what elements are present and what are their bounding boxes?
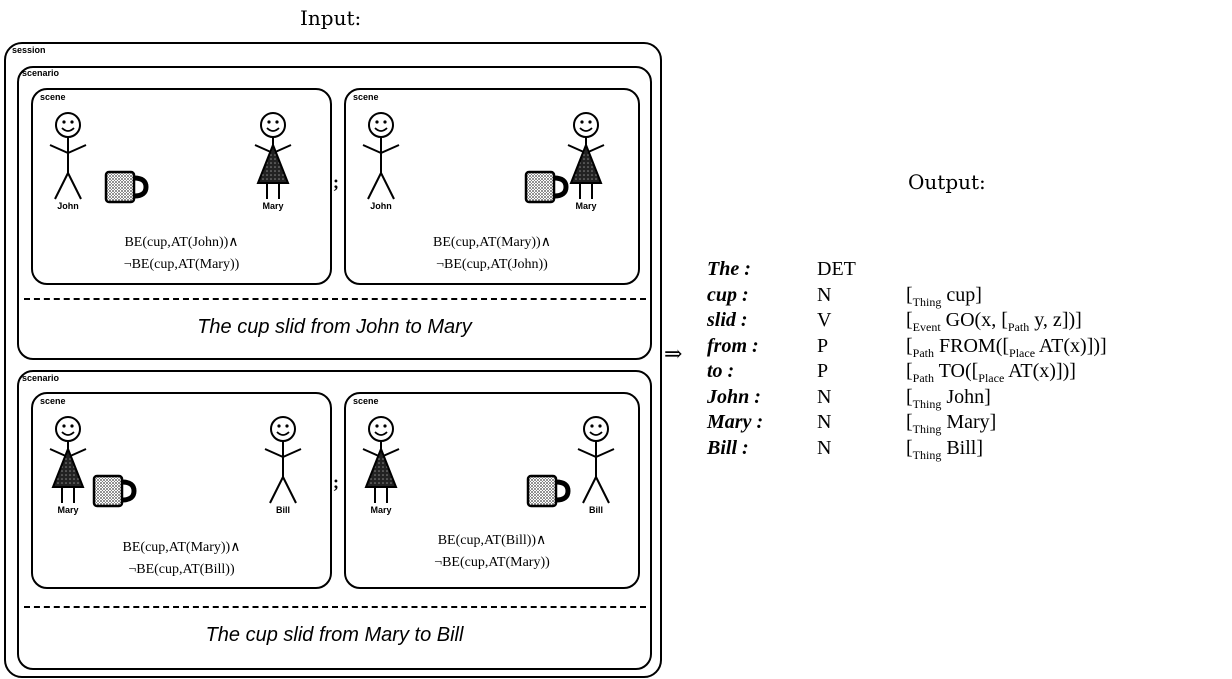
session-box	[4, 42, 662, 678]
lexicon-semantics: [Thing Mary]	[906, 411, 997, 436]
sentence-1: The cup slid from John to Mary	[197, 316, 472, 338]
person-name: Bill	[275, 505, 290, 515]
lexicon-word: slid :	[707, 309, 748, 331]
cup-icon	[92, 474, 138, 508]
lexicon-word: cup :	[707, 283, 749, 306]
person-figure	[576, 416, 616, 506]
lexicon-category: V	[817, 309, 832, 331]
lexicon-semantics: [Path TO([Place AT(x)])]	[906, 360, 1076, 385]
dashed-divider-1	[24, 298, 646, 300]
scene-tag-1b: scene	[353, 92, 379, 102]
person-figure	[361, 112, 401, 202]
person-figure	[253, 112, 293, 202]
person-figure	[361, 416, 401, 506]
lexicon-category: N	[817, 436, 832, 459]
formula-line: BE(cup,AT(Mary))∧	[433, 235, 551, 250]
lexicon-word: John :	[707, 385, 761, 408]
scene-box-2a	[31, 392, 332, 589]
person-name: Mary	[370, 505, 392, 515]
lexicon-word: Bill :	[707, 436, 749, 459]
cup-icon	[524, 170, 570, 204]
scene-tag-2a: scene	[40, 396, 66, 406]
formula-line: BE(cup,AT(Mary))∧	[122, 540, 241, 555]
scenario-box-2	[17, 370, 652, 670]
formula-line: ¬BE(cup,AT(Mary))	[123, 257, 240, 272]
scene-box-1b	[344, 88, 640, 285]
lexicon-semantics: [Thing cup]	[906, 283, 982, 309]
scenario-tag-2: scenario	[22, 373, 60, 383]
formula-line: BE(cup,AT(John))∧	[124, 235, 239, 250]
lexicon-word: The :	[707, 258, 751, 280]
person-name: John	[370, 201, 392, 211]
scene-formula: BE(cup,AT(Mary))∧ ¬BE(cup,AT(John))	[344, 232, 640, 276]
lexicon-semantics: [Thing John]	[906, 385, 991, 411]
person-name: Mary	[57, 505, 79, 515]
input-label: Input:	[300, 6, 362, 30]
lexicon-word: from :	[707, 334, 759, 357]
dashed-divider-2	[24, 606, 646, 608]
formula-line: ¬BE(cup,AT(John))	[436, 257, 548, 272]
person-name: Bill	[588, 505, 603, 515]
lexicon-word: Mary :	[707, 411, 764, 433]
lexicon-category: P	[817, 334, 829, 357]
scenario-tag-1: scenario	[22, 68, 60, 78]
formula-line: ¬BE(cup,AT(Bill))	[128, 562, 235, 577]
cup-icon	[526, 474, 572, 508]
scene-box-2b	[344, 392, 640, 589]
scene-box-1a	[31, 88, 332, 285]
scene-formula: BE(cup,AT(Bill))∧ ¬BE(cup,AT(Mary))	[344, 530, 640, 574]
scene-formula: BE(cup,AT(John))∧ ¬BE(cup,AT(Mary))	[31, 232, 332, 276]
person-figure	[48, 112, 88, 202]
scene-tag-1a: scene	[40, 92, 66, 102]
cup-icon	[104, 170, 150, 204]
scenario-box-1	[17, 66, 652, 360]
lexicon-category: P	[817, 360, 829, 382]
lexicon-semantics: [Thing Bill]	[906, 436, 984, 462]
lexicon-category: N	[817, 411, 832, 433]
scene-formula: BE(cup,AT(Mary))∧ ¬BE(cup,AT(Bill))	[31, 537, 332, 581]
arrow-icon: ⇒	[664, 342, 683, 367]
person-name: Mary	[575, 201, 597, 211]
person-name: Mary	[262, 201, 284, 211]
scene-separator-1: ;	[333, 172, 339, 192]
scene-tag-2b: scene	[353, 396, 379, 406]
lexicon-category: N	[817, 283, 832, 306]
lexicon-category: N	[817, 385, 832, 408]
scene-separator-2: ;	[333, 472, 339, 492]
sentence-2: The cup slid from Mary to Bill	[205, 624, 464, 646]
person-name: John	[57, 201, 79, 211]
person-figure	[263, 416, 303, 506]
session-tag: session	[12, 45, 46, 55]
person-figure	[566, 112, 606, 202]
formula-line: ¬BE(cup,AT(Mary))	[434, 555, 550, 570]
lexicon-semantics: [Event GO(x, [Path y, z])]	[906, 309, 1082, 334]
lexicon-semantics: [Path FROM([Place AT(x)])]	[906, 334, 1107, 360]
lexicon-word: to :	[707, 360, 735, 382]
person-figure	[48, 416, 88, 506]
output-label: Output:	[908, 170, 986, 194]
formula-line: BE(cup,AT(Bill))∧	[437, 533, 547, 548]
lexicon-category: DET	[817, 258, 856, 280]
